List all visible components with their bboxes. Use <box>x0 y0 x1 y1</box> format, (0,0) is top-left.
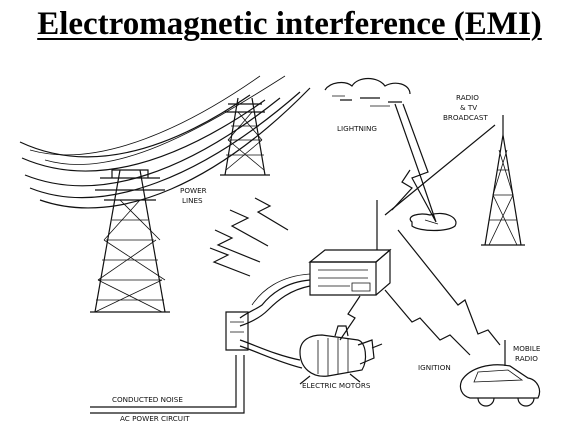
broadcast-interference-arrow <box>384 124 496 216</box>
lightning-cloud <box>324 77 411 107</box>
mobile-radio-label-line2: RADIO <box>515 354 538 363</box>
lightning-ground-strike <box>409 212 457 232</box>
page-title: Electromagnetic interference (EMI) <box>37 6 542 42</box>
conducted-noise-label: CONDUCTED NOISE <box>112 395 183 404</box>
transmission-tower-small <box>220 97 270 176</box>
power-lines-label-line2: LINES <box>182 196 203 205</box>
mobile-radio-interference-arrow <box>397 229 501 346</box>
broadcast-tower <box>481 115 525 246</box>
power-line-cables <box>19 75 311 209</box>
electronic-receiver <box>308 200 392 296</box>
radio-label-line2: & TV <box>460 103 477 112</box>
ac-power-circuit-line <box>90 395 245 414</box>
ignition-label: IGNITION <box>418 363 451 372</box>
radio-label-line3: BROADCAST <box>443 113 488 122</box>
electric-motors-label: ELECTRIC MOTORS <box>302 381 371 390</box>
radio-label-line1: RADIO <box>456 93 479 102</box>
car <box>459 340 541 407</box>
lightning-bolt <box>394 103 437 223</box>
transmission-tower-large <box>90 169 170 313</box>
lightning-interference-arrow <box>391 169 413 211</box>
power-line-interference-arrows <box>209 197 289 277</box>
motor-interference-arrow <box>339 295 361 341</box>
lightning-label: LIGHTNING <box>337 124 377 133</box>
electric-motor <box>299 325 383 385</box>
power-lines-label-line1: POWER <box>180 186 207 195</box>
conducted-wiring <box>235 273 311 400</box>
ignition-interference-arrow <box>384 289 471 356</box>
mobile-radio-label-line1: MOBILE <box>513 344 541 353</box>
ac-power-circuit-label: AC POWER CIRCUIT <box>120 414 190 423</box>
junction-box <box>225 311 249 351</box>
